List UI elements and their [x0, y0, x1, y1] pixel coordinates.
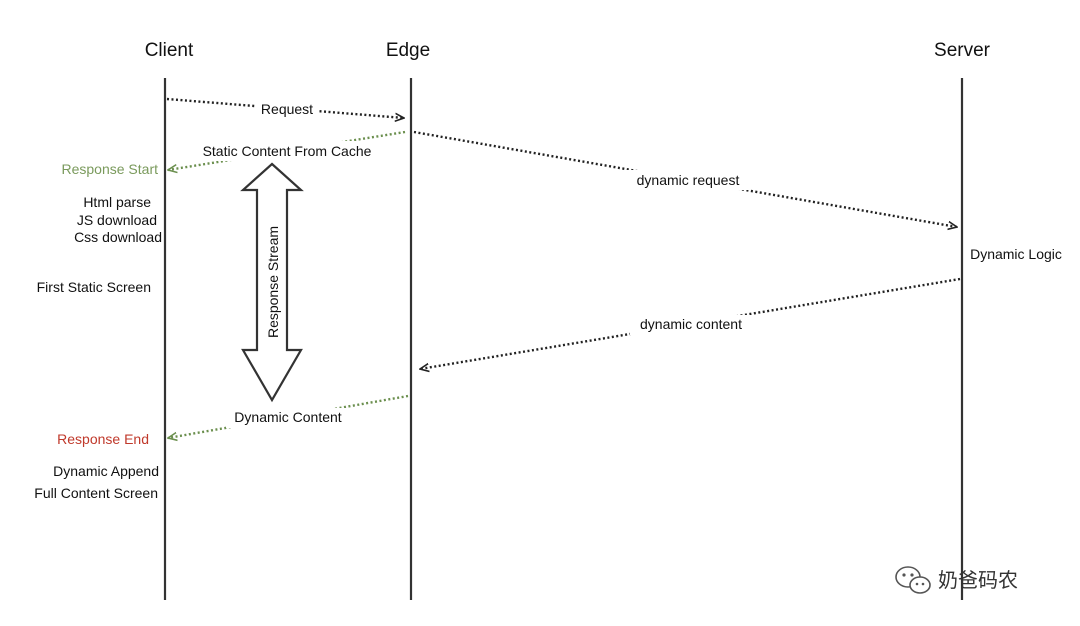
note-first-static-screen: First Static Screen: [37, 279, 151, 295]
participant-edge: Edge: [386, 40, 430, 61]
participant-server: Server: [934, 40, 991, 61]
note-dynamic-append: Dynamic Append: [53, 463, 159, 479]
label-dynamic-content-lower: dynamic content: [640, 316, 742, 332]
participant-client: Client: [145, 40, 194, 61]
note-html-parse: Html parse: [83, 194, 151, 210]
wechat-icon: [895, 566, 931, 594]
response-stream-arrow: [240, 162, 304, 403]
note-js-download: JS download: [77, 212, 157, 228]
label-response-stream: Response Stream: [265, 226, 281, 338]
note-full-content-screen: Full Content Screen: [34, 485, 158, 501]
label-request: Request: [261, 101, 313, 117]
note-response-end: Response End: [57, 431, 149, 447]
label-dynamic-content: Dynamic Content: [234, 409, 341, 425]
watermark-text: 奶爸码农: [938, 568, 1018, 592]
arrow-dynamic-content-lower: [420, 277, 961, 369]
note-dynamic-logic: Dynamic Logic: [970, 246, 1062, 262]
label-dynamic-request: dynamic request: [637, 172, 740, 188]
label-static-content-from-cache: Static Content From Cache: [203, 143, 372, 159]
note-response-start: Response Start: [62, 161, 159, 177]
note-css-download: Css download: [74, 229, 162, 245]
